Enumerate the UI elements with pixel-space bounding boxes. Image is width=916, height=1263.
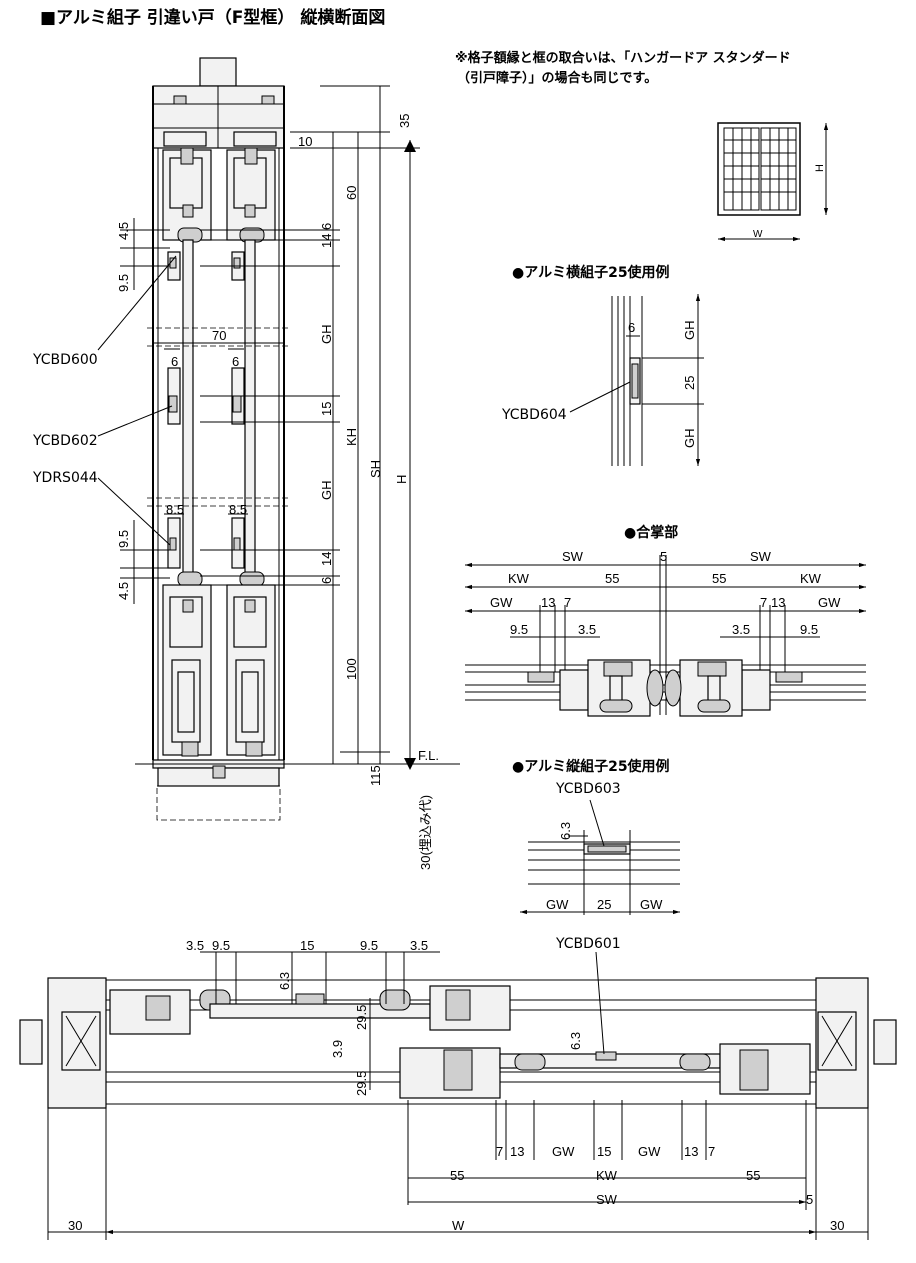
gassho-9-5-l: 9.5 xyxy=(510,622,528,637)
gassho-3-5-r: 3.5 xyxy=(732,622,750,637)
hs-55b: 55 xyxy=(746,1168,760,1183)
dim-100: 100 xyxy=(344,658,359,680)
dim-6c: 6 xyxy=(232,354,239,369)
hs-13a: 13 xyxy=(510,1144,524,1159)
hs-w: W xyxy=(452,1218,465,1233)
dim-4-5a: 4.5 xyxy=(116,222,131,240)
key-plan: H W xyxy=(717,122,829,242)
label-ycbd600: YCBD600 xyxy=(33,352,98,368)
dim-9-5b: 9.5 xyxy=(116,530,131,548)
yoko-dim-6: 6 xyxy=(628,320,635,335)
hs-9-5b: 9.5 xyxy=(360,938,378,953)
section-yoko-kumiko: ●アルミ横組子25使用例 xyxy=(512,265,670,281)
hs-13b: 13 xyxy=(684,1144,698,1159)
section-gassho: ●合掌部 xyxy=(624,525,679,541)
dim-9-5a: 9.5 xyxy=(116,274,131,292)
dim-6b: 6 xyxy=(171,354,178,369)
tate-gw-r: GW xyxy=(640,897,663,912)
section-tate-kumiko: ●アルミ縦組子25使用例 xyxy=(512,759,670,775)
gassho-kw-r: KW xyxy=(800,571,822,586)
hs-7a: 7 xyxy=(496,1144,503,1159)
dim-8-5a: 8.5 xyxy=(166,502,184,517)
tate-gw-l: GW xyxy=(546,897,569,912)
dim-14a: 14 xyxy=(319,234,334,248)
hs-6-3b: 6.3 xyxy=(568,1032,583,1050)
horizontal-section: 3.5 9.5 15 6.3 9.5 3.5 29.5 3.9 29.5 6.3… xyxy=(19,938,897,1240)
dim-6a: 6 xyxy=(319,223,334,230)
hs-15b: 15 xyxy=(597,1144,611,1159)
hs-gw1: GW xyxy=(552,1144,575,1159)
dim-kh: KH xyxy=(344,428,359,446)
hs-7b: 7 xyxy=(708,1144,715,1159)
hs-5: 5 xyxy=(806,1192,813,1207)
yoko-dim-gh1: GH xyxy=(682,321,697,341)
gassho-sw-r: SW xyxy=(750,549,772,564)
tate-detail: 6.3 GW 25 GW xyxy=(520,799,680,915)
note-line-1: ※格子額縁と框の取合いは、「ハンガードア スタンダード xyxy=(455,51,791,66)
dim-gh1: GH xyxy=(319,325,334,345)
hs-6-3a: 6.3 xyxy=(277,972,292,990)
gassho-d5: 5 xyxy=(660,549,667,564)
hs-29-5a: 29.5 xyxy=(354,1005,369,1030)
label-ycbd603: YCBD603 xyxy=(556,781,621,797)
yoko-dim-25: 25 xyxy=(682,376,697,390)
gassho-gw-r: GW xyxy=(818,595,841,610)
hs-gw2: GW xyxy=(638,1144,661,1159)
dim-4-5b: 4.5 xyxy=(116,582,131,600)
gassho-9-5-r: 9.5 xyxy=(800,622,818,637)
note-line-2: （引戸障子）」の場合も同じです。 xyxy=(457,71,658,86)
label-ydrs044: YDRS044 xyxy=(33,470,98,486)
drawing-title: ■アルミ組子 引違い戸（F型框） 縦横断面図 xyxy=(40,8,386,28)
tate-dim-6-3: 6.3 xyxy=(558,822,573,840)
hs-29-5b: 29.5 xyxy=(354,1071,369,1096)
dim-115: 115 xyxy=(368,765,383,786)
dim-15: 15 xyxy=(319,402,334,416)
hs-3-5a: 3.5 xyxy=(186,938,204,953)
hs-30a: 30 xyxy=(68,1218,82,1233)
dim-70: 70 xyxy=(212,328,226,343)
vertical-section xyxy=(97,57,460,821)
dim-10: 10 xyxy=(298,134,312,149)
tate-25: 25 xyxy=(597,897,611,912)
hs-sw: SW xyxy=(596,1192,618,1207)
dim-sh: SH xyxy=(368,460,383,478)
dim-60: 60 xyxy=(344,186,359,200)
label-ycbd604: YCBD604 xyxy=(502,407,567,423)
dim-6d: 6 xyxy=(319,577,334,584)
hs-3-9: 3.9 xyxy=(330,1040,345,1058)
gassho-55-l: 55 xyxy=(605,571,619,586)
dim-35: 35 xyxy=(397,114,412,128)
hs-30b: 30 xyxy=(830,1218,844,1233)
gassho-13-l: 13 xyxy=(541,595,555,610)
hs-15a: 15 xyxy=(300,938,314,953)
dim-embed: 30(埋込み代) xyxy=(418,795,433,870)
gassho-3-5-l: 3.5 xyxy=(578,622,596,637)
hs-kw: KW xyxy=(596,1168,618,1183)
gassho-7-l: 7 xyxy=(564,595,571,610)
hs-3-5b: 3.5 xyxy=(410,938,428,953)
hs-55a: 55 xyxy=(450,1168,464,1183)
gassho-7-r: 7 xyxy=(760,595,767,610)
label-ycbd602: YCBD602 xyxy=(33,433,98,449)
dim-14b: 14 xyxy=(319,552,334,566)
gassho-55-r: 55 xyxy=(712,571,726,586)
gassho-13-r: 13 xyxy=(771,595,785,610)
dim-gh2: GH xyxy=(319,481,334,501)
gassho-gw-l: GW xyxy=(490,595,513,610)
label-ycbd601: YCBD601 xyxy=(556,936,621,952)
label-fl: F.L. xyxy=(418,748,439,763)
gassho-kw-l: KW xyxy=(508,571,530,586)
yoko-detail: 6 GH 25 GH xyxy=(569,294,704,466)
key-plan-h: H xyxy=(814,164,826,172)
gassho-detail: SW 5 SW KW 55 55 KW GW 13 7 7 13 GW 9.5 … xyxy=(465,549,866,717)
dim-h: H xyxy=(394,475,409,484)
dim-8-5b: 8.5 xyxy=(229,502,247,517)
hs-9-5a: 9.5 xyxy=(212,938,230,953)
gassho-sw-l: SW xyxy=(562,549,584,564)
vertical-dim-texts: 35 10 60 14 6 4.5 9.5 70 6 6 GH 15 KH SH… xyxy=(116,114,439,870)
yoko-dim-gh2: GH xyxy=(682,429,697,449)
key-plan-w: W xyxy=(753,229,763,240)
